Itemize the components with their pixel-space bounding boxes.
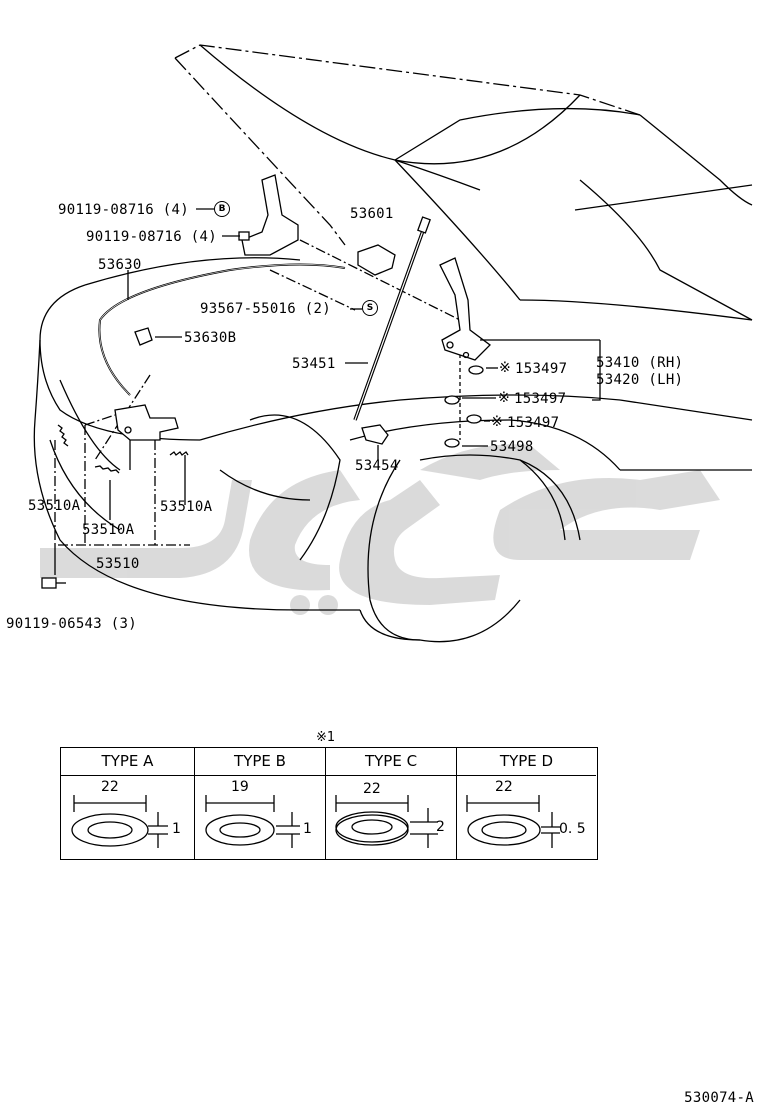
washer-thickness-b: 1 (303, 821, 312, 837)
washer-drawings (71, 795, 560, 848)
washer-thickness-a: 1 (172, 821, 181, 837)
part-label-53420: 53420 (LH) (596, 372, 684, 388)
part-label-53410: 53410 (RH) (596, 355, 684, 371)
part-label-53510A-3: 53510A (82, 522, 135, 538)
washer-width-b: 19 (231, 779, 249, 795)
part-label-53601: 53601 (350, 206, 394, 222)
ref-mark-icon-1: ※ (499, 360, 511, 376)
table-reference-note: ※1 (316, 730, 336, 745)
part-label-53510: 53510 (96, 556, 140, 572)
part-label-53451: 53451 (292, 356, 336, 372)
marker-b-icon: B (214, 201, 230, 217)
washer-type-name: TYPE D (457, 748, 596, 776)
washer-type-name: TYPE A (61, 748, 194, 776)
part-label-90119-08716-b: 90119-08716 (4) (58, 202, 189, 218)
washer-type-column: TYPE C (325, 748, 456, 859)
washer-type-name: TYPE B (195, 748, 325, 776)
diagram-code: 530074-A (684, 1090, 754, 1106)
part-label-53497-c: 153497 (507, 415, 560, 431)
washer-type-table: TYPE A TYPE B TYPE C TYPE D (60, 747, 598, 860)
part-label-53454: 53454 (355, 458, 399, 474)
part-label-53510A-1: 53510A (28, 498, 81, 514)
part-label-93567-55016: 93567-55016 (2) (200, 301, 331, 317)
washer-width-a: 22 (101, 779, 119, 795)
ref-mark-icon-2: ※ (498, 390, 510, 406)
washer-width-d: 22 (495, 779, 513, 795)
washer-thickness-c: 2 (436, 819, 445, 835)
washer-width-c: 22 (363, 781, 381, 797)
washer-type-column: TYPE D (456, 748, 596, 859)
part-label-53497-b: 153497 (514, 391, 567, 407)
part-label-53630: 53630 (98, 257, 142, 273)
washer-type-column: TYPE B (194, 748, 325, 859)
part-label-53630B: 53630B (184, 330, 237, 346)
part-label-53497-a: 153497 (515, 361, 568, 377)
washer-type-name: TYPE C (326, 748, 456, 776)
washer-thickness-d: 0. 5 (559, 821, 586, 837)
washer-type-column: TYPE A (61, 748, 194, 859)
ref-mark-icon-3: ※ (491, 414, 503, 430)
part-label-53510A-2: 53510A (160, 499, 213, 515)
part-label-90119-06543: 90119-06543 (3) (6, 616, 137, 632)
car-body-outline (33, 44, 753, 643)
part-label-90119-08716: 90119-08716 (4) (86, 229, 217, 245)
part-label-53498: 53498 (490, 439, 534, 455)
marker-s-icon: S (362, 300, 378, 316)
